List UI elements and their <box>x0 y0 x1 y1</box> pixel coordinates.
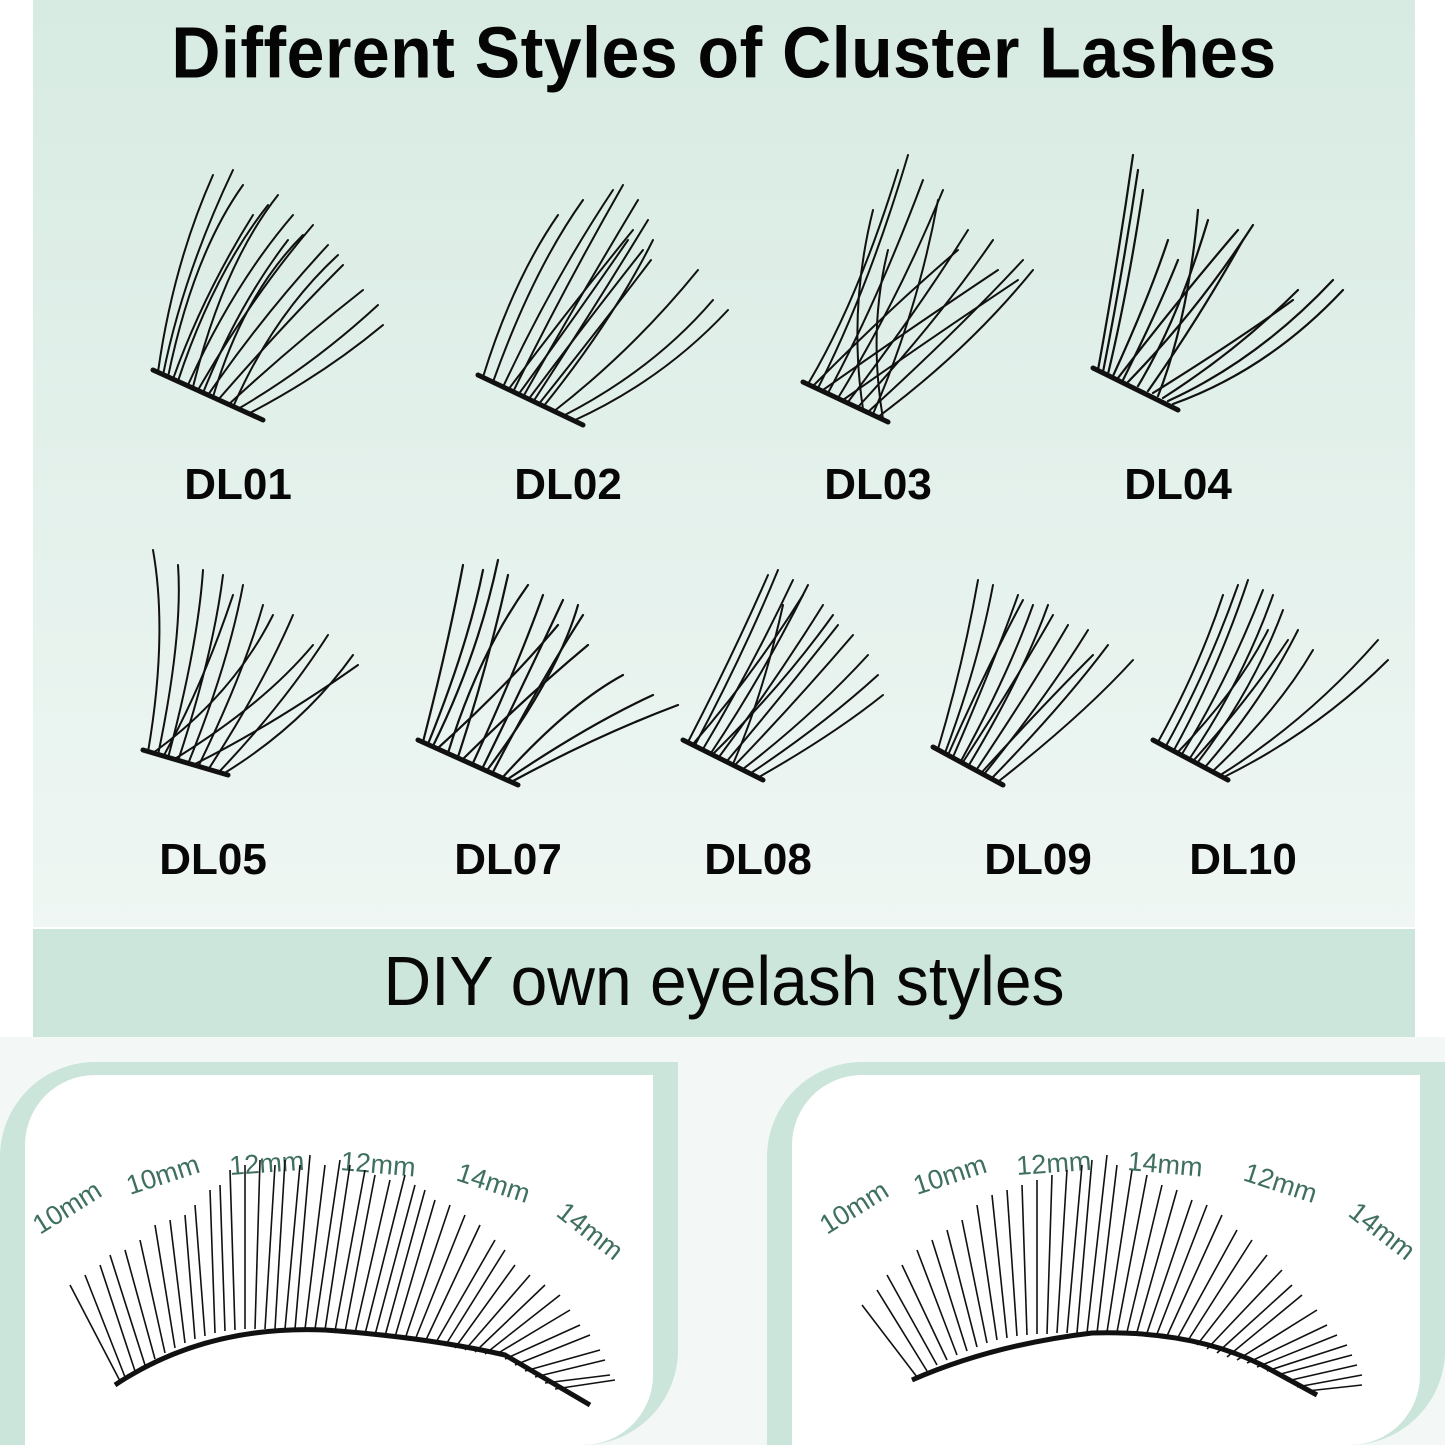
length-label: 10mm <box>123 1149 204 1201</box>
example-panel-2: 10mm 10mm 12mm 14mm 12mm 14mm <box>792 1075 1420 1445</box>
cluster-styles-panel: Different Styles of Cluster Lashes DL01 <box>33 0 1415 927</box>
length-label: 10mm <box>814 1175 894 1240</box>
cluster-lash-image <box>930 579 1134 788</box>
length-labels: 10mm 10mm 12mm 14mm 12mm 14mm <box>814 1146 1420 1266</box>
style-label: DL01 <box>184 460 292 509</box>
style-label: DL08 <box>704 835 812 884</box>
style-card-dl07: DL07 <box>388 555 688 885</box>
length-label: 10mm <box>910 1149 991 1201</box>
cluster-lash-image <box>800 154 1034 425</box>
length-label: 14mm <box>453 1157 534 1209</box>
cluster-lash-image <box>150 169 384 423</box>
length-label: 10mm <box>27 1175 107 1240</box>
example-panel-1: 10mm 10mm 12mm 12mm 14mm 14mm <box>25 1075 653 1445</box>
length-label: 12mm <box>1015 1146 1092 1181</box>
length-label: 12mm <box>1240 1157 1321 1209</box>
style-card-dl10: DL10 <box>1148 570 1389 885</box>
length-label: 14mm <box>1126 1146 1203 1182</box>
style-label: DL10 <box>1189 835 1297 884</box>
style-label: DL09 <box>984 835 1092 884</box>
length-label: 14mm <box>1343 1196 1420 1266</box>
style-label: DL07 <box>454 835 562 884</box>
style-card-dl02: DL02 <box>473 180 733 510</box>
diy-banner: DIY own eyelash styles <box>33 929 1415 1037</box>
cluster-lash-image <box>475 184 729 428</box>
length-label: 12mm <box>228 1146 305 1181</box>
style-label: DL02 <box>514 460 622 509</box>
cluster-lash-image <box>1150 579 1389 783</box>
example-frame-2: 10mm 10mm 12mm 14mm 12mm 14mm <box>767 1062 1445 1445</box>
style-card-dl01: DL01 <box>143 165 403 509</box>
style-label: DL05 <box>159 835 267 884</box>
full-lash-strip-image: 10mm 10mm 12mm 12mm 14mm 14mm <box>27 1146 629 1408</box>
full-lash-strip-image: 10mm 10mm 12mm 14mm 12mm 14mm <box>814 1146 1420 1398</box>
length-labels: 10mm 10mm 12mm 12mm 14mm 14mm <box>27 1146 629 1266</box>
cluster-lash-image <box>1090 153 1345 413</box>
style-card-dl03: DL03 <box>798 150 1058 510</box>
page-title: Different Styles of Cluster Lashes <box>171 12 1277 94</box>
style-card-dl08: DL08 <box>673 565 913 885</box>
style-label: DL03 <box>824 460 932 509</box>
cluster-lash-image <box>680 569 884 783</box>
style-label: DL04 <box>1124 460 1232 509</box>
cluster-lash-image <box>140 549 359 778</box>
diy-title: DIY own eyelash styles <box>383 942 1065 1020</box>
style-card-dl09: DL09 <box>923 565 1163 885</box>
style-card-dl04: DL04 <box>1088 150 1368 510</box>
cluster-lash-image <box>415 558 680 788</box>
length-label: 14mm <box>551 1196 629 1266</box>
style-card-dl05: DL05 <box>113 545 373 885</box>
example-frame-1: 10mm 10mm 12mm 12mm 14mm 14mm <box>0 1062 678 1445</box>
